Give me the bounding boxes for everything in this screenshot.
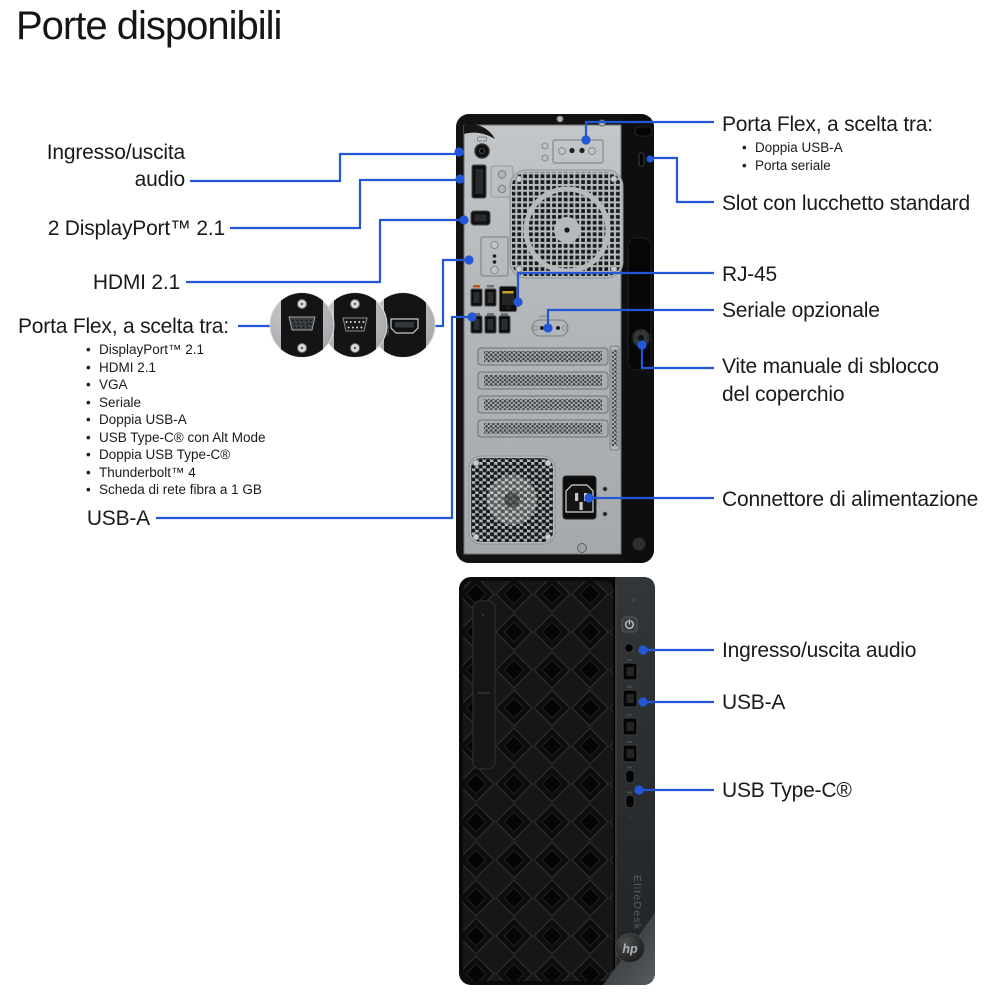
front-usb-a-ports [622, 659, 638, 763]
front-usb-c-ports [625, 766, 635, 820]
rear-expansion-slots [477, 345, 620, 451]
label-serial: Seriale opzionale [722, 299, 880, 322]
rear-usb-ports [470, 285, 511, 334]
page-title: Porte disponibili [16, 4, 282, 48]
line-rear-audio [190, 152, 456, 183]
line-rear-flex-right [584, 120, 714, 137]
front-audio-jack [624, 643, 634, 653]
label-rear-flex-right-title: Porta Flex, a scelta tra: [722, 113, 933, 136]
vga-port-icon [269, 292, 335, 358]
rear-audio-jack [474, 136, 490, 159]
label-front-usba: USB-A [722, 691, 786, 714]
hp-logo: hp [615, 933, 645, 963]
list-item: DisplayPort™ 2.1 [86, 341, 266, 359]
list-item: HDMI 2.1 [86, 359, 266, 377]
front-tower-image: EliteDesk hp [459, 577, 655, 985]
list-item: USB Type-C® con Alt Mode [86, 429, 266, 447]
label-rear-usba: USB-A [86, 507, 150, 530]
rear-tower-image: IOIOI [456, 114, 654, 563]
line-rear-usba [156, 315, 469, 520]
rear-top-handle [634, 126, 653, 137]
rear-lock-slot [638, 152, 645, 167]
line-rear-hdmi [186, 218, 461, 284]
list-item: Doppia USB Type-C® [86, 446, 266, 464]
front-power-button [621, 616, 638, 633]
list-item: Doppia USB-A [86, 411, 266, 429]
line-rear-displayport [230, 178, 457, 230]
rear-bottom-knob [631, 536, 647, 552]
model-text: EliteDesk [631, 875, 643, 930]
svg-text:HDMI: HDMI [385, 325, 390, 335]
rear-rj45-port [498, 285, 518, 313]
label-power-connector: Connettore di alimentazione [722, 488, 979, 511]
rear-displayport [471, 164, 514, 199]
rear-power-inlet [562, 475, 608, 520]
label-rear-flex-left-title: Porta Flex, a scelta tra: [18, 315, 229, 338]
line-rj45 [516, 271, 714, 299]
connector-closeups: HDMI [269, 292, 436, 358]
line-release-screw [640, 347, 714, 370]
label-front-audio: Ingresso/uscita audio [722, 639, 917, 662]
list-item: VGA [86, 376, 266, 394]
rear-fan-grille [509, 169, 624, 279]
label-front-usbc: USB Type-C® [722, 779, 852, 802]
svg-text:IOIOI: IOIOI [539, 315, 547, 319]
front-optical-drive [472, 600, 496, 770]
label-rear-displayport: 2 DisplayPort™ 2.1 [47, 217, 226, 240]
hdmi-port-icon: HDMI [370, 292, 436, 358]
serial-port-icon [322, 292, 388, 358]
label-rj45: RJ-45 [722, 263, 778, 286]
list-item: Porta seriale [742, 157, 843, 175]
list-item: Doppia USB-A [742, 139, 843, 157]
line-serial [546, 308, 714, 325]
label-rear-hdmi: HDMI 2.1 [92, 271, 180, 294]
list-item: Seriale [86, 394, 266, 412]
list-item: Thunderbolt™ 4 [86, 464, 266, 482]
label-rear-audio: Ingresso/uscita audio [46, 141, 185, 191]
list-item: Scheda di rete fibra a 1 GB [86, 481, 266, 499]
rear-hdmi-port [470, 210, 491, 226]
label-lock-slot: Slot con lucchetto standard [722, 192, 970, 215]
rear-flex-plate [541, 139, 604, 164]
rear-knockout-plate [480, 236, 509, 277]
label-release-screw: Vite manuale di sblocco del coperchio [722, 355, 939, 406]
hp-logo-text: hp [622, 942, 638, 956]
line-lock-slot [651, 156, 714, 204]
rear-psu-fan [468, 455, 556, 545]
